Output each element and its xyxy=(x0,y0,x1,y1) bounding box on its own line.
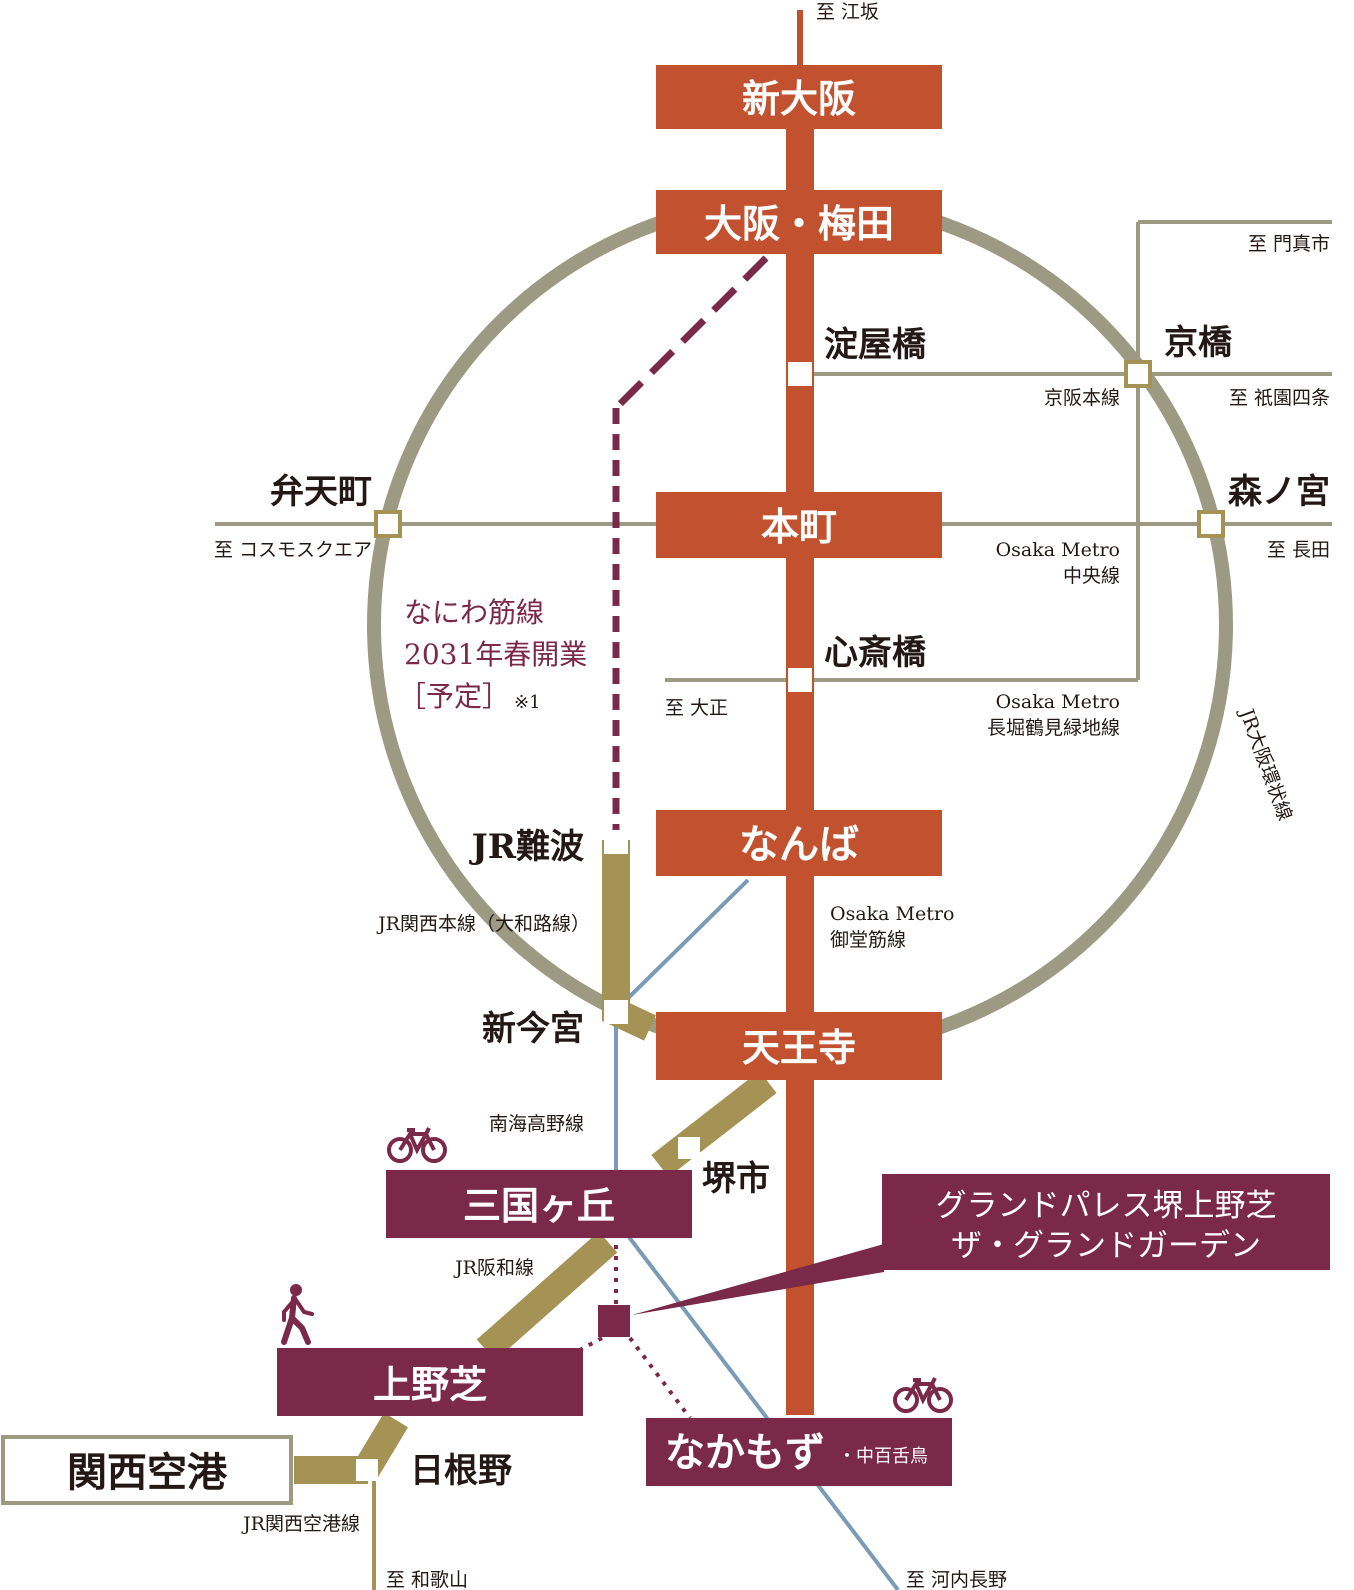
bicycle-icon xyxy=(387,1127,447,1163)
bentencho-label: 弁天町 xyxy=(270,472,372,512)
umeda-box xyxy=(656,190,942,254)
station-boxes xyxy=(1,65,1330,1505)
naniwasuji-note-line1: なにわ筋線 xyxy=(404,596,544,629)
jr-hanwa-line-lower xyxy=(476,1231,618,1361)
direction-esaka: 至 江坂 xyxy=(816,1,879,23)
hineno-label: 日根野 xyxy=(410,1451,512,1491)
property-access-dotted xyxy=(579,1245,692,1420)
naniwasuji-note-line3: ［予定］ xyxy=(398,680,510,713)
hommachi-label: 本町 xyxy=(761,504,837,549)
shinsaibashi-label: 心斎橋 xyxy=(824,633,926,673)
shin-osaka-label: 新大阪 xyxy=(742,76,856,121)
station-markers xyxy=(356,360,1225,1481)
nagahori-line-label-1: Osaka Metro xyxy=(996,691,1120,713)
naniwasuji-line-planned xyxy=(612,255,769,830)
jr-namba-label: JR難波 xyxy=(469,827,584,867)
shin-imamiya-marker xyxy=(604,1000,628,1024)
hineno-marker xyxy=(356,1459,378,1481)
namba-label: なんば xyxy=(739,821,859,868)
kix-label: 関西空港 xyxy=(67,1449,228,1496)
sakaishi-label: 堺市 xyxy=(702,1159,770,1199)
direction-wakayama: 至 和歌山 xyxy=(386,1569,468,1590)
kyobashi-label: 京橋 xyxy=(1164,323,1232,363)
property-marker xyxy=(598,1305,630,1337)
nakamozu-box xyxy=(646,1418,952,1486)
nakamozu-label: なかもず xyxy=(665,1429,825,1476)
uenoshiba-label: 上野芝 xyxy=(373,1362,487,1407)
hanwa-line-label: JR阪和線 xyxy=(453,1257,534,1279)
chuo-line-label-1: Osaka Metro xyxy=(996,539,1120,561)
yamatoji-line-label: JR関西本線（大和路線） xyxy=(376,913,590,935)
mikunigaoka-box xyxy=(386,1170,692,1238)
direction-cosmo: 至 コスモスクエア xyxy=(214,539,372,561)
kix-box xyxy=(1,1435,293,1505)
tennoji-label: 天王寺 xyxy=(742,1025,856,1070)
chuo-line-label-2: 中央線 xyxy=(1063,565,1120,587)
jr-yamatoji-line xyxy=(602,840,656,1041)
kyobashi-marker xyxy=(1124,360,1152,388)
direction-nagata: 至 長田 xyxy=(1267,539,1330,561)
shin-osaka-box xyxy=(656,65,942,129)
morinomiya-marker xyxy=(1197,510,1225,538)
tennoji-box xyxy=(656,1012,942,1080)
bentencho-marker xyxy=(374,510,402,538)
morinomiya-label: 森ノ宮 xyxy=(1228,472,1330,512)
jr-hanwa-line-upper xyxy=(651,1070,777,1178)
property-name-line1: グランドパレス堺上野芝 xyxy=(936,1188,1277,1224)
sakaishi-marker xyxy=(678,1137,700,1159)
kix-line-label: JR関西空港線 xyxy=(241,1513,360,1535)
yodoyabashi-label: 淀屋橋 xyxy=(824,325,926,365)
naniwasuji-note-line2: 2031年春開業 xyxy=(404,638,587,671)
nakamozu-sub-label: ・中百舌鳥 xyxy=(838,1446,928,1467)
direction-taisho: 至 大正 xyxy=(665,697,728,719)
keihan-line-label: 京阪本線 xyxy=(1044,387,1120,409)
yodoyabashi-marker xyxy=(788,362,812,386)
property-callout-pointer xyxy=(632,1244,884,1315)
connecting-lines xyxy=(215,220,1332,682)
koya-line-label: 南海高野線 xyxy=(489,1113,584,1135)
property-name-line2: ザ・グランドガーデン xyxy=(951,1228,1261,1264)
umeda-label: 大阪・梅田 xyxy=(704,201,894,246)
direction-kawachinagano: 至 河内長野 xyxy=(906,1569,1007,1590)
midosuji-line-label-2: 御堂筋線 xyxy=(830,929,906,951)
shinsaibashi-marker xyxy=(788,668,812,692)
namba-box xyxy=(656,810,942,876)
bicycle-icon xyxy=(893,1377,953,1413)
property-box xyxy=(882,1174,1330,1270)
hommachi-box xyxy=(656,492,942,558)
nagahori-line-label-2: 長堀鶴見緑地線 xyxy=(987,717,1120,739)
mikunigaoka-label: 三国ヶ丘 xyxy=(463,1183,615,1228)
direction-kadoma: 至 門真市 xyxy=(1248,233,1330,255)
direction-gion: 至 祇園四条 xyxy=(1229,387,1330,409)
uenoshiba-box xyxy=(277,1348,583,1416)
shin-imamiya-label: 新今宮 xyxy=(482,1009,584,1049)
jr-namba-marker xyxy=(604,830,628,854)
naniwasuji-note-ref: ※1 xyxy=(514,692,541,713)
midosuji-line-label-1: Osaka Metro xyxy=(830,903,954,925)
walking-person-icon xyxy=(281,1284,314,1345)
loop-line-label: JR大阪環状線 xyxy=(1235,704,1296,823)
